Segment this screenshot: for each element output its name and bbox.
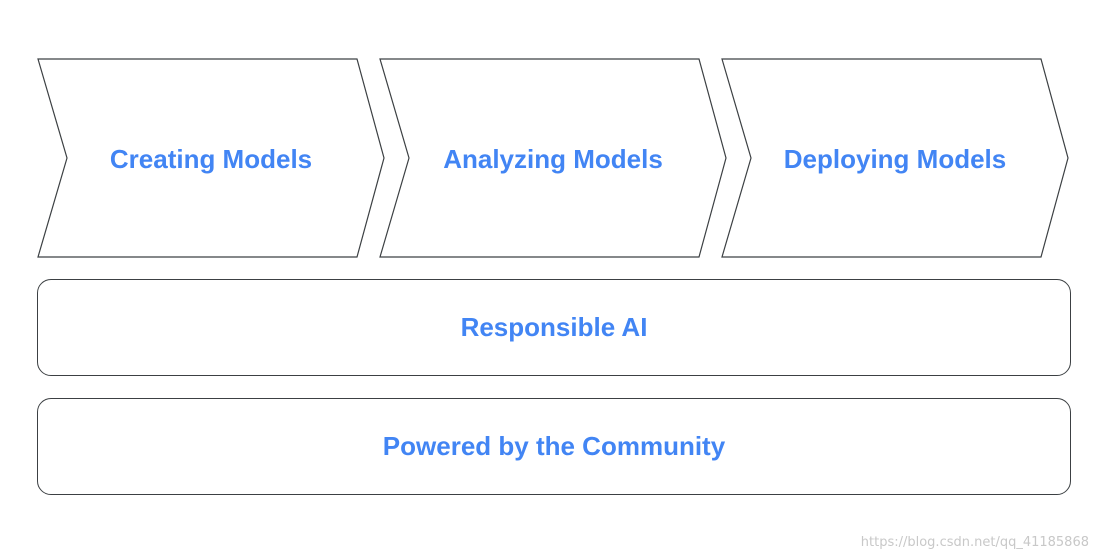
chevron-label-deploying: Deploying Models: [784, 144, 1006, 174]
watermark-text: https://blog.csdn.net/qq_41185868: [860, 535, 1089, 550]
chevron-label-creating: Creating Models: [110, 144, 312, 174]
chevron-label-analyzing: Analyzing Models: [443, 144, 663, 174]
community-label: Powered by the Community: [382, 431, 726, 461]
chevron-creating-models: Creating Models: [37, 58, 385, 258]
community-layer: Powered by the Community: [37, 398, 1071, 495]
chevron-analyzing-models: Analyzing Models: [379, 58, 727, 258]
responsible-ai-layer: Responsible AI: [37, 279, 1071, 376]
chevron-deploying-models: Deploying Models: [721, 58, 1069, 258]
responsible-ai-label: Responsible AI: [460, 312, 648, 342]
stage-chevrons: Creating Models Analyzing Models Deployi…: [37, 58, 1069, 258]
